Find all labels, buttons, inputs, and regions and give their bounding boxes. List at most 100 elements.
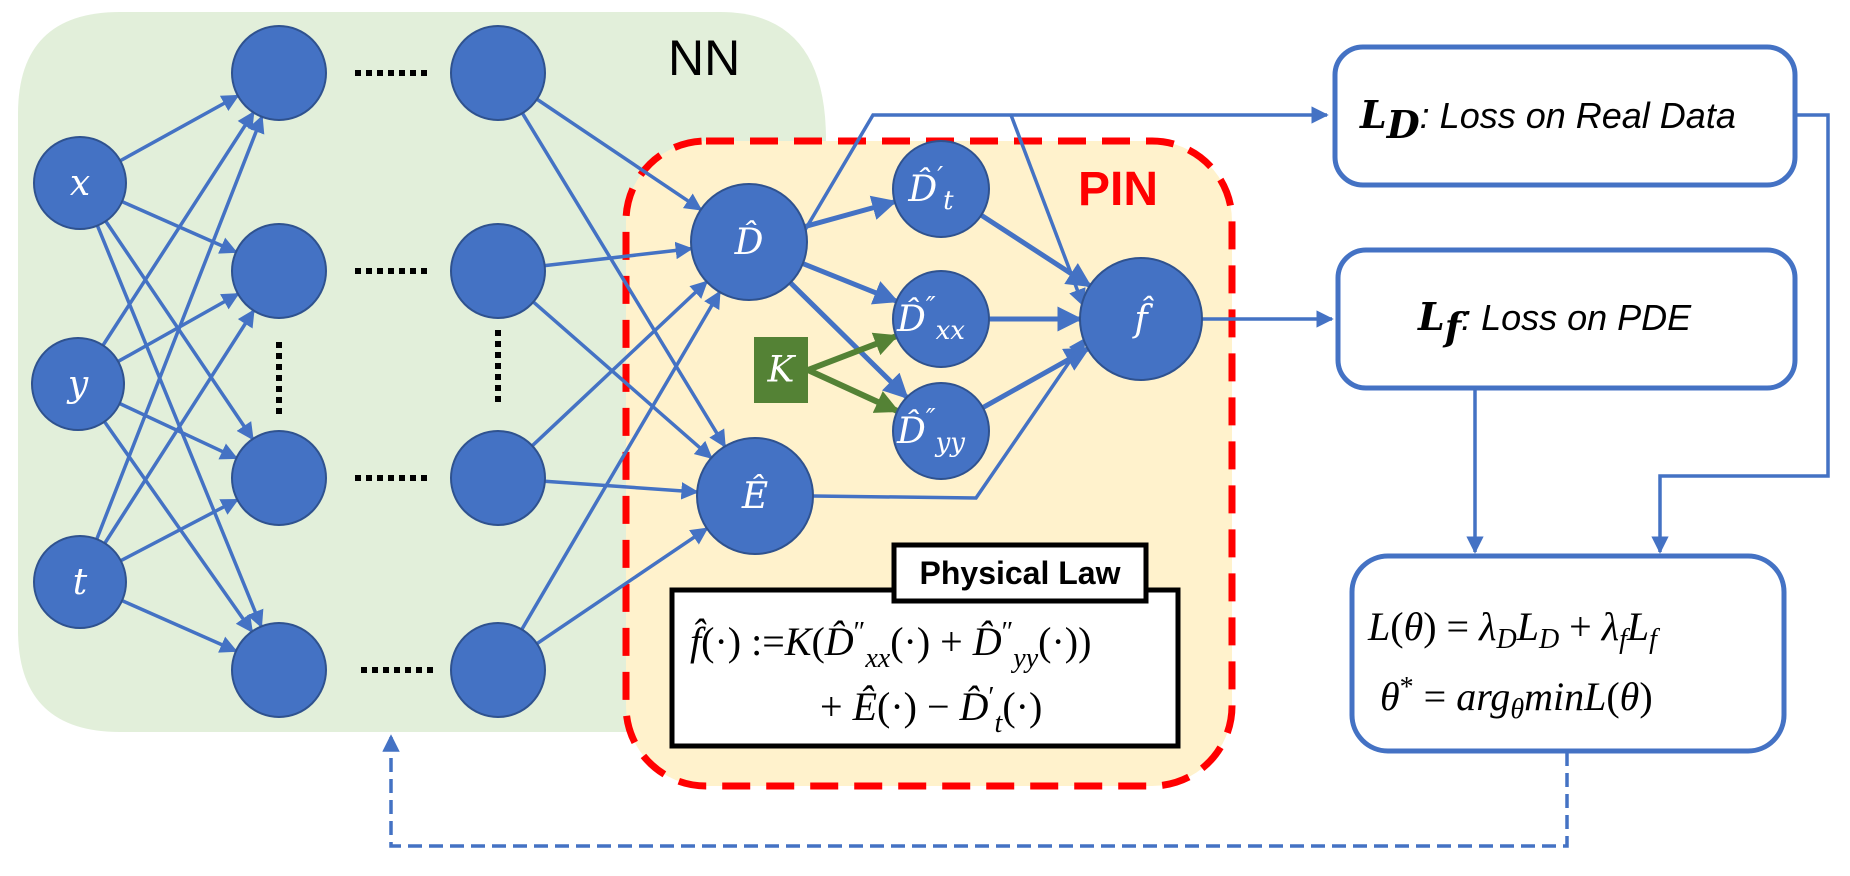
loss-data-box: LD: Loss on Real Data	[1332, 44, 1798, 188]
hidden2-node-2-circle	[450, 223, 546, 319]
input-node-x-circle	[33, 136, 127, 230]
derivative-node-Dyy: D̂″yy	[892, 382, 990, 480]
ellipsis-dot	[366, 268, 372, 274]
input-node-t: t	[33, 535, 127, 629]
hidden1-node-1	[231, 25, 327, 121]
edge-input-hidden	[95, 115, 265, 540]
ellipsis-dot	[276, 375, 282, 381]
ellipsis-dot	[421, 268, 427, 274]
derivative-node-Dt-label: D̂′t	[907, 162, 954, 216]
input-node-y: y	[31, 337, 125, 431]
ellipsis-dot	[383, 667, 389, 673]
edge-e-to-f	[812, 337, 1087, 500]
ellipsis-dot	[495, 352, 501, 358]
edge-input-hidden	[119, 94, 240, 163]
input-node-y-label: y	[66, 364, 89, 405]
ellipsis-dot	[495, 330, 501, 336]
edge-d-branch-to-f	[1009, 114, 1086, 307]
ellipsis-dot	[399, 268, 405, 274]
hidden1-node-2	[231, 223, 327, 319]
ellipsis-dot	[372, 667, 378, 673]
edge-d-to-dxx	[801, 261, 899, 305]
ellipsis-dot	[495, 341, 501, 347]
loss-pde-box: Lf: Loss on PDE	[1335, 247, 1798, 391]
hidden2-node-2	[450, 223, 546, 319]
feedback-update-arrow	[382, 734, 1569, 848]
objective-line1: L(θ) = λDLD + λfLf	[1367, 604, 1660, 655]
edge-k-to-dxx	[806, 332, 899, 373]
edge-d-to-dyy	[788, 280, 909, 400]
hidden1-node-3	[231, 430, 327, 526]
physical-law-box: Physical Law f̂(·) :=K(D̂″xx(·) + D̂″yy(…	[669, 542, 1181, 749]
hidden2-node-3	[450, 430, 546, 526]
derivative-node-Dxx-circle	[892, 270, 990, 368]
ellipsis-dots	[276, 70, 501, 673]
ellipsis-dot	[355, 268, 361, 274]
ellipsis-dot	[394, 667, 400, 673]
objective-box: L(θ) = λDLD + λfLf θ* = argθminL(θ)	[1349, 553, 1787, 754]
edge-hidden-output	[520, 112, 727, 448]
derivative-node-Dxx-label: D̂″xx	[896, 292, 965, 346]
edge-k-to-dyy	[806, 367, 900, 414]
derivative-node-Dt: D̂′t	[892, 140, 990, 238]
objective-line2: θ* = argθminL(θ)	[1380, 672, 1653, 725]
output-node-D-label: D̂	[734, 220, 764, 263]
ellipsis-dot	[276, 353, 282, 359]
ellipsis-dot	[495, 374, 501, 380]
connector-ld-to-objective	[1651, 113, 1830, 554]
hidden2-node-4-circle	[450, 622, 546, 718]
ellipsis-dot	[355, 70, 361, 76]
hidden1-node-4	[231, 622, 327, 718]
edge-hidden-output	[532, 300, 713, 460]
physical-law-equation-line2: + Ê(·) − D̂′t(·)	[820, 682, 1042, 739]
derivative-node-Dyy-label: D̂″yy	[896, 404, 965, 458]
ellipsis-dot	[410, 268, 416, 274]
pin-label: PIN	[1078, 163, 1158, 216]
hidden1-node-2-circle	[231, 223, 327, 319]
ellipsis-dot	[366, 70, 372, 76]
ellipsis-dot	[276, 342, 282, 348]
hidden2-node-1-circle	[450, 25, 546, 121]
hidden2-node-4	[450, 622, 546, 718]
ellipsis-dot	[427, 667, 433, 673]
output-node-E: Ê	[696, 437, 814, 555]
ellipsis-dot	[405, 667, 411, 673]
physical-law-title: Physical Law	[920, 555, 1121, 591]
ellipsis-dot	[388, 475, 394, 481]
edge-d-to-dt	[804, 195, 898, 229]
ellipsis-dot	[421, 475, 427, 481]
physical-law-equation-line1: f̂(·) :=K(D̂″xx(·) + D̂″yy(·))	[690, 617, 1091, 674]
ellipsis-dot	[495, 385, 501, 391]
edge-input-hidden	[119, 498, 239, 563]
ellipsis-dot	[495, 363, 501, 369]
ellipsis-dot	[416, 667, 422, 673]
ellipsis-dot	[377, 70, 383, 76]
ellipsis-dot	[399, 70, 405, 76]
loss-data-label: LD: Loss on Real Data	[1359, 92, 1736, 147]
parameter-k: K	[754, 337, 808, 403]
output-node-E-label: Ê	[741, 475, 768, 517]
ellipsis-dot	[410, 475, 416, 481]
ellipsis-dot	[355, 475, 361, 481]
output-node-D: D̂	[690, 183, 808, 301]
edge-input-hidden	[103, 309, 256, 545]
edge-input-hidden	[121, 599, 238, 653]
derivative-node-Dyy-circle	[892, 382, 990, 480]
hidden1-node-4-circle	[231, 622, 327, 718]
input-node-x-label: x	[70, 163, 90, 204]
nn-label: NN	[668, 30, 740, 86]
ellipsis-dot	[276, 408, 282, 414]
ellipsis-dot	[410, 70, 416, 76]
hidden2-node-1	[450, 25, 546, 121]
output-node-E-circle	[696, 437, 814, 555]
derivative-node-Dxx: D̂″xx	[892, 270, 990, 368]
edge-hidden-output	[520, 290, 722, 631]
ellipsis-dot	[421, 70, 427, 76]
derivative-node-Dt-circle	[892, 140, 990, 238]
ellipsis-dot	[361, 667, 367, 673]
ellipsis-dot	[388, 70, 394, 76]
loss-connectors	[382, 113, 1830, 848]
edge-d-to-loss-data	[803, 106, 1329, 231]
